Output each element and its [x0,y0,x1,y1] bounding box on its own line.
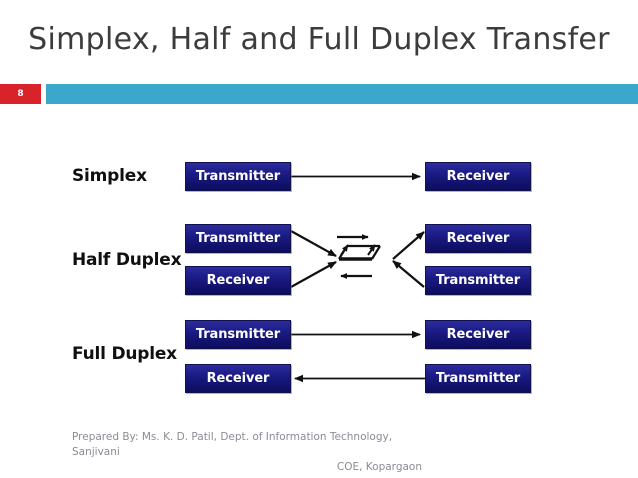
node-simplex-receiver: Receiver [425,162,531,191]
node-half-duplex-right-receiver: Receiver [425,224,531,253]
row-label-simplex: Simplex [72,166,147,186]
footer-line-2: COE, Kopargaon [336,461,422,473]
node-simplex-transmitter: Transmitter [185,162,291,191]
duplex-diagram: Simplex Transmitter Receiver Half Duplex… [0,104,638,414]
row-label-half-duplex: Half Duplex [72,250,182,270]
node-full-duplex-right-transmitter: Transmitter [425,364,531,393]
node-half-duplex-right-transmitter: Transmitter [425,266,531,295]
footer-line-1: Prepared By: Ms. K. D. Patil, Dept. of I… [72,431,393,458]
page-title: Simplex, Half and Full Duplex Transfer [28,22,610,57]
half-duplex-left-connectors [290,230,337,288]
node-half-duplex-left-receiver: Receiver [185,266,291,295]
slide-number-badge: 8 [0,84,41,104]
title-underline-bar: 8 [0,84,638,104]
half-duplex-switch-icon [337,234,381,279]
node-half-duplex-left-transmitter: Transmitter [185,224,291,253]
half-duplex-right-connectors [392,231,425,288]
node-full-duplex-right-receiver: Receiver [425,320,531,349]
node-full-duplex-left-receiver: Receiver [185,364,291,393]
footer-credit: Prepared By: Ms. K. D. Patil, Dept. of I… [72,430,422,475]
row-label-full-duplex: Full Duplex [72,344,177,364]
accent-bar [46,84,638,104]
node-full-duplex-left-transmitter: Transmitter [185,320,291,349]
full-duplex-connectors [291,330,427,383]
